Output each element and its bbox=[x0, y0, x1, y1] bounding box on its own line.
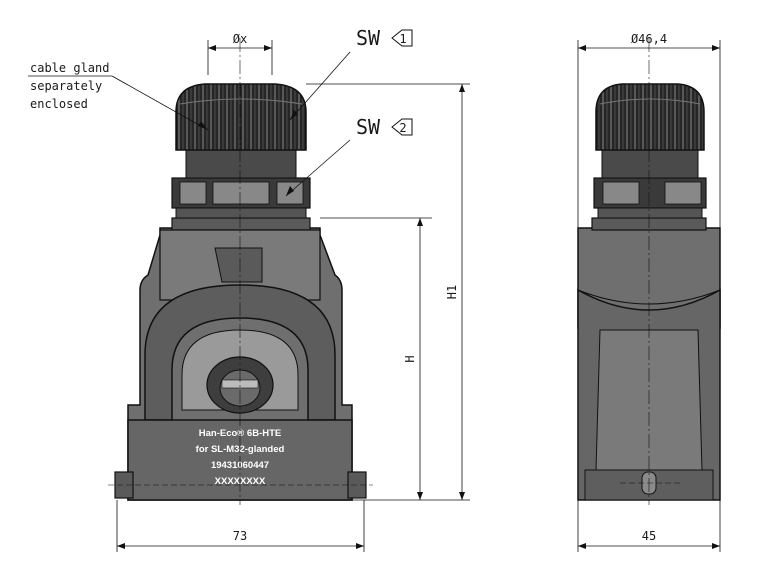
sw1-number: 1 bbox=[399, 32, 406, 46]
front-gland-neck bbox=[185, 149, 297, 179]
note-line-2: separately bbox=[30, 79, 102, 93]
dim-width-73: 73 bbox=[233, 529, 247, 543]
sw2-marker bbox=[391, 118, 413, 136]
note-line-3: enclosed bbox=[30, 97, 88, 111]
front-gland-dome bbox=[175, 83, 307, 151]
sw2-number: 2 bbox=[399, 121, 406, 135]
dim-H1: H1 bbox=[445, 285, 459, 299]
front-housing-collar bbox=[171, 217, 311, 231]
plate-line-1: Han-Eco® 6B-HTE bbox=[199, 428, 281, 439]
dim-H: H bbox=[403, 355, 417, 362]
side-gland-dome bbox=[595, 83, 705, 151]
dim-width-45: 45 bbox=[642, 529, 656, 543]
sw1-label: SW bbox=[356, 26, 381, 50]
front-lug-left bbox=[114, 471, 134, 499]
front-gland-washer bbox=[175, 207, 307, 219]
dim-diameter-46-4: Ø46,4 bbox=[631, 32, 667, 46]
front-housing-notch bbox=[214, 247, 263, 283]
front-locking-arch bbox=[144, 284, 336, 421]
sw1-marker bbox=[391, 29, 413, 47]
sw2-label: SW bbox=[356, 115, 381, 139]
dim-diameter-x: Øx bbox=[233, 32, 247, 46]
side-view: Ø46,4 45 bbox=[577, 32, 721, 552]
plate-line-4: XXXXXXXX bbox=[215, 476, 266, 487]
note-line-1: cable gland bbox=[30, 61, 109, 75]
plate-line-2: for SL-M32-glanded bbox=[196, 444, 285, 455]
front-view: Han-Eco® 6B-HTE for SL-M32-glanded 19431… bbox=[28, 26, 470, 552]
